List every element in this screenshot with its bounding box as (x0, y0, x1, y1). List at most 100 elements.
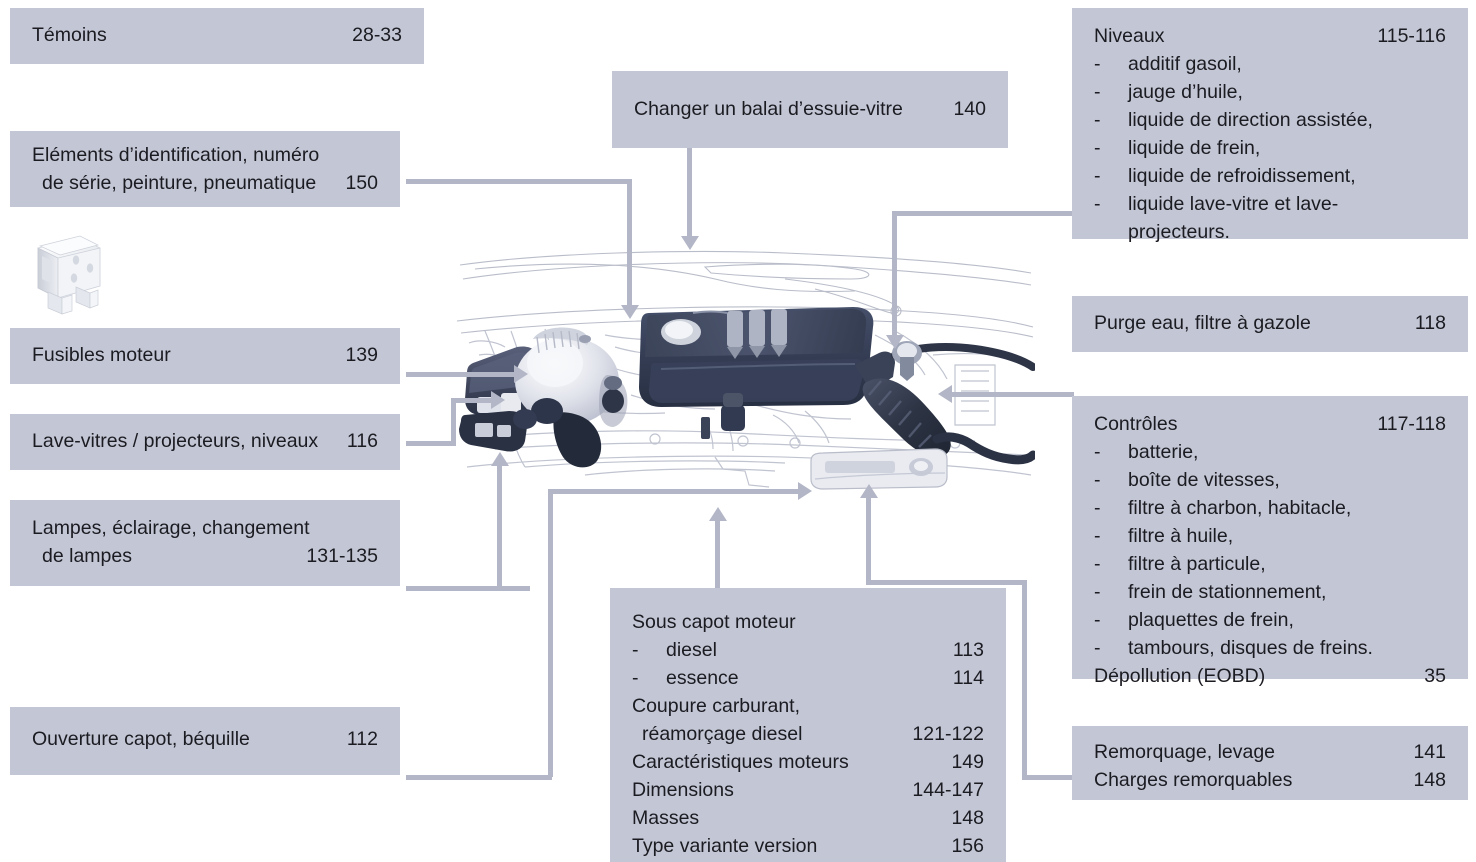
arrow-souscapot (709, 507, 727, 521)
dash-bullet: - (1094, 81, 1101, 103)
label-charges-remorquables: Charges remorquables (1094, 769, 1293, 791)
row-coupure-carburant-1: Coupure carburant, (632, 692, 984, 720)
label-masses: Masses (632, 807, 700, 829)
connector-niveaux-h (892, 211, 1074, 216)
label-controles: Contrôles (1094, 413, 1178, 435)
row-lampes-2: de lampes 131-135 (32, 542, 378, 570)
row-remorquage: Remorquage, levage 141 (1094, 738, 1446, 766)
dash-bullet: - (1094, 637, 1101, 659)
dash-bullet: - (1094, 137, 1101, 159)
callout-remorquage[interactable]: Remorquage, levage 141 Charges remorquab… (1072, 726, 1468, 800)
row-niveaux-item-1: - jauge d’huile, (1094, 78, 1446, 106)
dash-bullet: - (1094, 53, 1101, 75)
connector-lavevitres-h2 (451, 398, 493, 403)
row-controles-item-7: - tambours, disques de freins. (1094, 634, 1446, 662)
page-ouverture-capot: 112 (346, 728, 378, 750)
row-controles-item-5: - frein de stationnement, (1094, 578, 1446, 606)
callout-purge-eau[interactable]: Purge eau, filtre à gazole 118 (1072, 296, 1468, 352)
page-dimensions: 144-147 (912, 779, 984, 801)
row-identification-2: de série, peinture, pneumatique 150 (32, 169, 378, 197)
row-lampes-1: Lampes, éclairage, changement (32, 514, 378, 542)
connector-lampes-h (406, 586, 530, 591)
page-controles: 117-118 (1377, 413, 1446, 435)
label-controles-item-1: boîte de vitesses, (1128, 469, 1280, 491)
row-niveaux-item-5: - liquide lave-vitre et lave- (1094, 190, 1446, 218)
row-coupure-carburant-2: réamorçage diesel 121-122 (632, 720, 984, 748)
dash-bullet: - (1094, 109, 1101, 131)
label-sous-capot-essence: essence (666, 667, 739, 689)
callout-identification[interactable]: Eléments d’identification, numéro de sér… (10, 131, 400, 207)
label-niveaux-item-3: liquide de frein, (1128, 137, 1261, 159)
row-depollution: Dépollution (EOBD) 35 (1094, 662, 1446, 690)
row-controles-item-2: - filtre à charbon, habitacle, (1094, 494, 1446, 522)
row-controles-item-3: - filtre à huile, (1094, 522, 1446, 550)
page-remorquage: 141 (1413, 741, 1446, 763)
arrow-balai (681, 236, 699, 250)
row-niveaux-item-3: - liquide de frein, (1094, 134, 1446, 162)
dash-bullet: - (1094, 553, 1101, 575)
label-remorquage: Remorquage, levage (1094, 741, 1276, 763)
dash-bullet: - (632, 667, 639, 689)
arrow-niveaux (886, 335, 904, 349)
arrow-lavevitres (491, 391, 505, 409)
row-purge-eau: Purge eau, filtre à gazole 118 (1094, 309, 1446, 337)
label-controles-item-7: tambours, disques de freins. (1128, 637, 1373, 659)
label-controles-item-3: filtre à huile, (1128, 525, 1234, 547)
connector-controles-h (952, 392, 1074, 397)
callout-controles[interactable]: Contrôles 117-118 - batterie, - boîte de… (1072, 396, 1468, 687)
label-niveaux-item-0: additif gasoil, (1128, 53, 1242, 75)
label-coupure-carburant-line1: Coupure carburant, (632, 695, 801, 717)
callout-niveaux[interactable]: Niveaux 115-116 - additif gasoil, - jaug… (1072, 8, 1468, 243)
callout-ouverture-capot[interactable]: Ouverture capot, béquille 112 (10, 707, 400, 775)
connector-capot-h2 (548, 489, 800, 494)
dash-bullet: - (1094, 525, 1101, 547)
connector-remorquage-v2 (866, 497, 871, 582)
label-identification-line1: Eléments d’identification, numéro (32, 144, 320, 166)
page-sous-capot-essence: 114 (952, 667, 984, 689)
page-caracteristiques-moteurs: 149 (951, 751, 984, 773)
row-niveaux-item-0: - additif gasoil, (1094, 50, 1446, 78)
label-niveaux: Niveaux (1094, 25, 1165, 47)
callout-balai-essuie-vitre[interactable]: Changer un balai d’essuie-vitre 140 (612, 71, 1008, 148)
callout-lampes[interactable]: Lampes, éclairage, changement de lampes … (10, 500, 400, 586)
label-ouverture-capot: Ouverture capot, béquille (32, 728, 250, 750)
dash-bullet: - (632, 639, 639, 661)
connector-lampes-v (497, 465, 502, 589)
label-niveaux-item-2: liquide de direction assistée, (1128, 109, 1373, 131)
connector-identification-v (627, 179, 632, 307)
row-temoins: Témoins 28-33 (32, 21, 402, 49)
arrow-controles (938, 385, 952, 403)
connector-balai-v (687, 148, 692, 238)
row-sous-capot-essence: - essence 114 (632, 664, 984, 692)
dash-bullet: - (1094, 469, 1101, 491)
label-lampes-line1: Lampes, éclairage, changement (32, 517, 310, 539)
page-masses: 148 (951, 807, 984, 829)
label-fusibles: Fusibles moteur (32, 344, 171, 366)
row-dimensions: Dimensions 144-147 (632, 776, 984, 804)
page-fusibles: 139 (345, 344, 378, 366)
label-controles-item-2: filtre à charbon, habitacle, (1128, 497, 1352, 519)
label-dimensions: Dimensions (632, 779, 734, 801)
dash-bullet: - (1094, 441, 1101, 463)
row-type-variante-version: Type variante version 156 (632, 832, 984, 860)
label-controles-item-5: frein de stationnement, (1128, 581, 1327, 603)
label-controles-item-0: batterie, (1128, 441, 1199, 463)
page-purge-eau: 118 (1414, 312, 1446, 334)
callout-fusibles[interactable]: Fusibles moteur 139 (10, 328, 400, 384)
row-niveaux-item-5-cont: projecteurs. (1094, 218, 1446, 246)
label-niveaux-item-1: jauge d’huile, (1128, 81, 1243, 103)
callout-temoins[interactable]: Témoins 28-33 (10, 8, 424, 64)
dash-bullet: - (1094, 193, 1101, 215)
dash-bullet: - (1094, 497, 1101, 519)
label-lave-vitres: Lave-vitres / projecteurs, niveaux (32, 430, 319, 452)
row-controles-item-4: - filtre à particule, (1094, 550, 1446, 578)
page-coupure-carburant: 121-122 (912, 723, 984, 745)
callout-sous-capot-moteur[interactable]: Sous capot moteur - diesel 113 - essence… (610, 588, 1006, 862)
callout-lave-vitres[interactable]: Lave-vitres / projecteurs, niveaux 116 (10, 414, 400, 470)
connector-souscapot-v (715, 520, 720, 588)
label-caracteristiques-moteurs: Caractéristiques moteurs (632, 751, 849, 773)
label-depollution: Dépollution (EOBD) (1094, 665, 1266, 687)
page-sous-capot-diesel: 113 (952, 639, 984, 661)
engine-bay-illustration (456, 250, 1035, 490)
connector-remorquage-v (1022, 580, 1027, 777)
